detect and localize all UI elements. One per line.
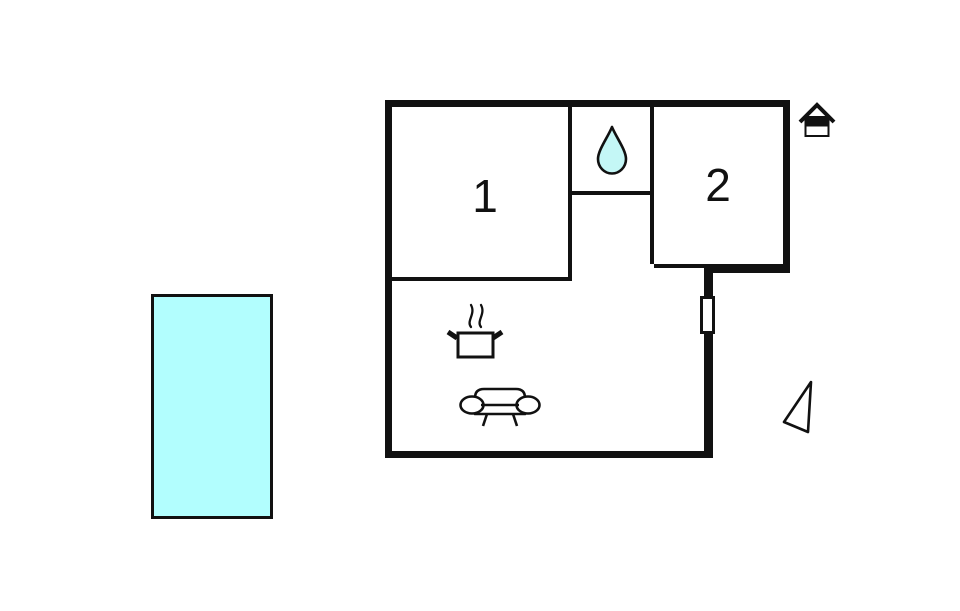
room-2-label: 2	[705, 159, 731, 211]
wall-south	[385, 451, 713, 458]
swimming-pool-water	[151, 294, 273, 519]
room-1-label: 1	[472, 170, 498, 222]
wall-west	[385, 100, 392, 458]
north-arrow-icon	[782, 380, 813, 434]
window-marker	[700, 296, 715, 334]
wall-north	[385, 100, 790, 107]
wall-room2-south-thick	[705, 264, 790, 273]
wall-east-upper	[783, 100, 790, 273]
cooking-pot-icon	[446, 303, 504, 359]
wall-bathroom-south	[572, 191, 654, 195]
wall-room1-south	[392, 277, 572, 281]
wall-east-lower	[704, 264, 713, 458]
wall-room2-west	[650, 107, 654, 264]
water-drop-icon	[596, 125, 628, 175]
house-icon	[798, 102, 836, 137]
sofa-icon	[459, 387, 541, 427]
wall-room2-south-thin	[654, 264, 705, 268]
wall-room1-east	[568, 107, 572, 281]
swimming-pool	[151, 294, 273, 519]
